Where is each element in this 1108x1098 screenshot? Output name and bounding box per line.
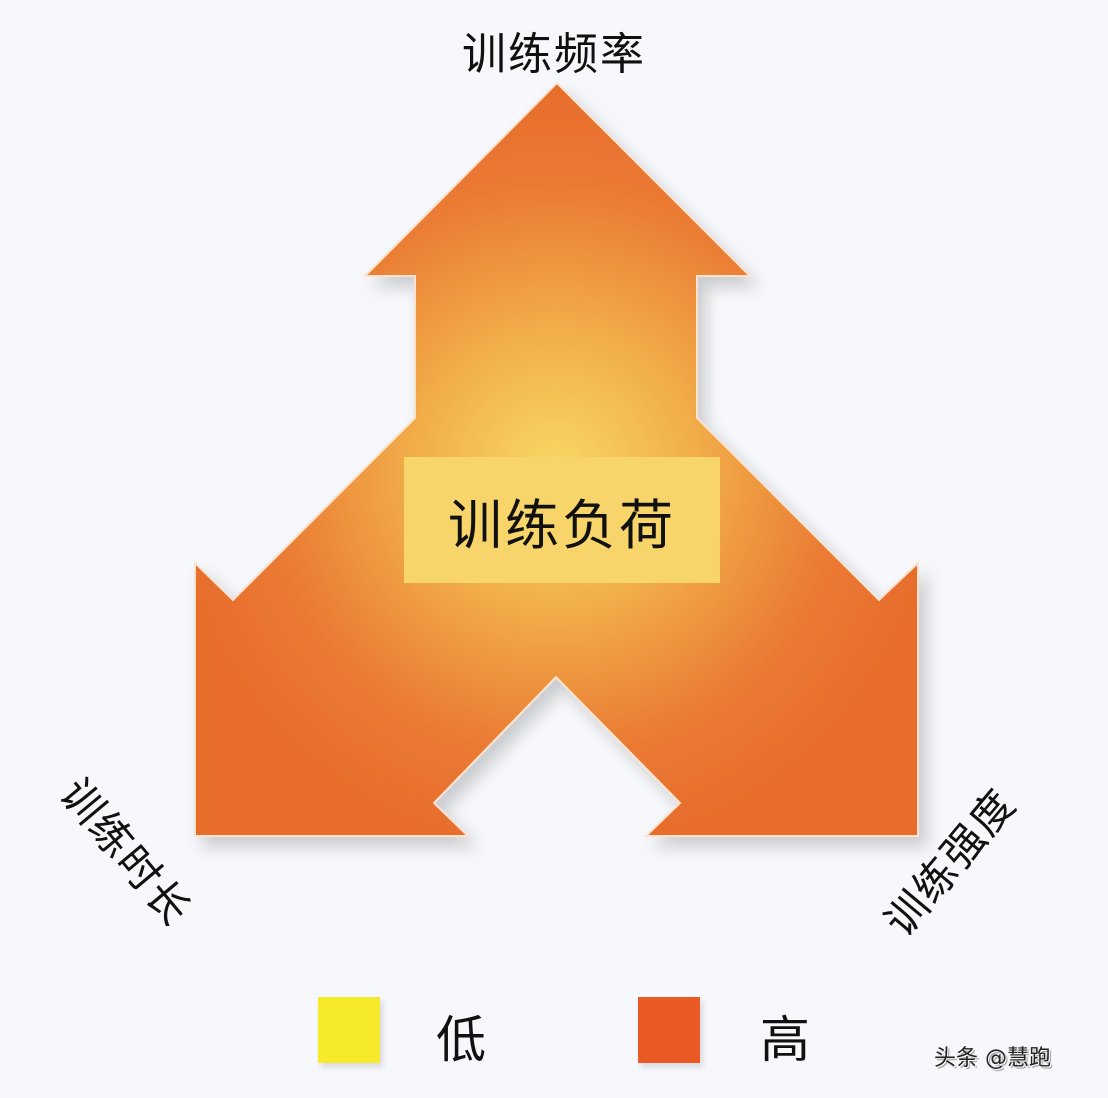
legend-swatch-low (318, 997, 380, 1063)
center-label-text: 训练负荷 (448, 493, 676, 557)
center-label-training-load: 训练负荷 (404, 457, 720, 583)
legend-label-high: 高 (760, 1011, 810, 1069)
legend-label-low: 低 (436, 1011, 486, 1069)
legend-swatch-high (638, 997, 700, 1063)
watermark: 头条 @慧跑 (934, 1046, 1051, 1071)
axis-label-frequency: 训练频率 (462, 29, 646, 80)
